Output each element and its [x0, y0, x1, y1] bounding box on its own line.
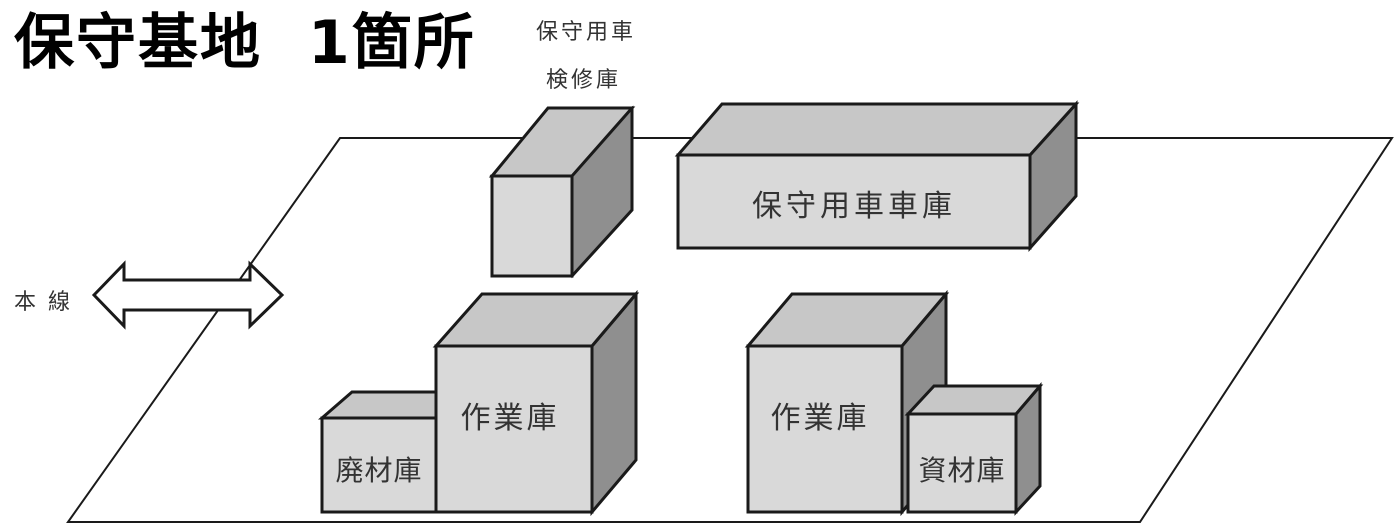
- title-count: 1箇所: [308, 8, 476, 78]
- vehicle-garage-label: 保守用車車庫: [752, 189, 956, 224]
- inspection-shed-label-line2: 検修庫: [546, 68, 622, 93]
- work-shed-left-label: 作業庫: [461, 401, 560, 436]
- material-storage-label: 資材庫: [918, 454, 1005, 487]
- diagram-title: 保守基地 1箇所: [14, 0, 476, 81]
- work-shed-right-label: 作業庫: [771, 401, 870, 436]
- title-main: 保守基地: [14, 8, 262, 78]
- scrap-storage-label: 廃材庫: [335, 454, 422, 487]
- vehicle-garage-building: 保守用車車庫: [674, 100, 1080, 252]
- work-shed-left-building: 作業庫: [432, 289, 640, 517]
- material-storage-building: 資材庫: [904, 381, 1044, 516]
- main-line-label: 本線: [14, 290, 83, 315]
- inspection-shed-label-line1: 保守用車: [536, 20, 637, 45]
- main-line-arrow: [91, 260, 285, 330]
- scrap-storage-building: 廃材庫: [317, 390, 438, 514]
- inspection-shed-building: [488, 105, 636, 279]
